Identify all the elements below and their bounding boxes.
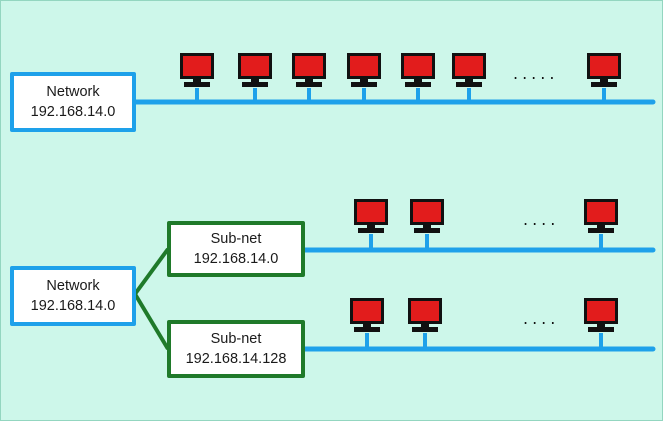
subnet-2-pc-1-neck xyxy=(363,324,371,328)
top-pc-2-base xyxy=(242,82,268,87)
top-pc-3-neck xyxy=(305,79,313,83)
top-pc-1-neck xyxy=(193,79,201,83)
computer-icon xyxy=(183,56,211,76)
subnet-1-pc-3-neck xyxy=(597,225,605,229)
subnet-2-label: Sub-net xyxy=(210,331,262,347)
computer-icon xyxy=(455,56,483,76)
top-network-box: Network 192.168.14.0 xyxy=(10,72,136,132)
subnet-1-pc-1-neck xyxy=(367,225,375,229)
top-pc-4-neck xyxy=(360,79,368,83)
subnet-1-address: 192.168.14.0 xyxy=(193,251,279,267)
computer-icon xyxy=(350,56,378,76)
top-pc-1-base xyxy=(184,82,210,87)
subnet-box-2: Sub-net 192.168.14.128 xyxy=(167,320,305,378)
computer-icon xyxy=(587,202,615,222)
top-pc-7-base xyxy=(591,82,617,87)
computer-icon xyxy=(404,56,432,76)
top-pc-6-neck xyxy=(465,79,473,83)
top-ellipsis: ..... xyxy=(513,64,559,83)
computer-icon xyxy=(590,56,618,76)
subnet-1-ellipsis: .... xyxy=(523,210,560,229)
subnet-1-pc-2-base xyxy=(414,228,440,233)
subnet-box-1: Sub-net 192.168.14.0 xyxy=(167,221,305,277)
subnet-2-pc-1-base xyxy=(354,327,380,332)
computer-icon xyxy=(357,202,385,222)
computer-icon xyxy=(353,301,381,321)
bottom-network-address: 192.168.14.0 xyxy=(30,298,116,314)
subnet-1-pc-3-base xyxy=(588,228,614,233)
bottom-network-label: Network xyxy=(46,278,100,294)
top-pc-4-base xyxy=(351,82,377,87)
connector-to-subnet-1 xyxy=(133,247,170,296)
subnet-2-address: 192.168.14.128 xyxy=(185,351,287,367)
top-pc-3-base xyxy=(296,82,322,87)
computer-icon xyxy=(241,56,269,76)
computer-icon xyxy=(295,56,323,76)
computer-icon xyxy=(413,202,441,222)
subnet-1-label: Sub-net xyxy=(210,231,262,247)
subnet-1-pc-2-neck xyxy=(423,225,431,229)
top-pc-2-neck xyxy=(251,79,259,83)
computer-icon xyxy=(411,301,439,321)
top-pc-6-base xyxy=(456,82,482,87)
subnet-2-pc-2-neck xyxy=(421,324,429,328)
subnet-2-pc-3-neck xyxy=(597,324,605,328)
subnet-2-ellipsis: .... xyxy=(523,309,560,328)
subnet-2-pc-2-base xyxy=(412,327,438,332)
connector-to-subnet-2 xyxy=(133,292,170,351)
subnet-2-pc-3-base xyxy=(588,327,614,332)
top-pc-5-base xyxy=(405,82,431,87)
subnet-1-pc-1-base xyxy=(358,228,384,233)
top-pc-7-neck xyxy=(600,79,608,83)
top-network-address: 192.168.14.0 xyxy=(30,104,116,120)
bottom-network-box: Network 192.168.14.0 xyxy=(10,266,136,326)
top-pc-5-neck xyxy=(414,79,422,83)
computer-icon xyxy=(587,301,615,321)
top-network-label: Network xyxy=(46,84,100,100)
